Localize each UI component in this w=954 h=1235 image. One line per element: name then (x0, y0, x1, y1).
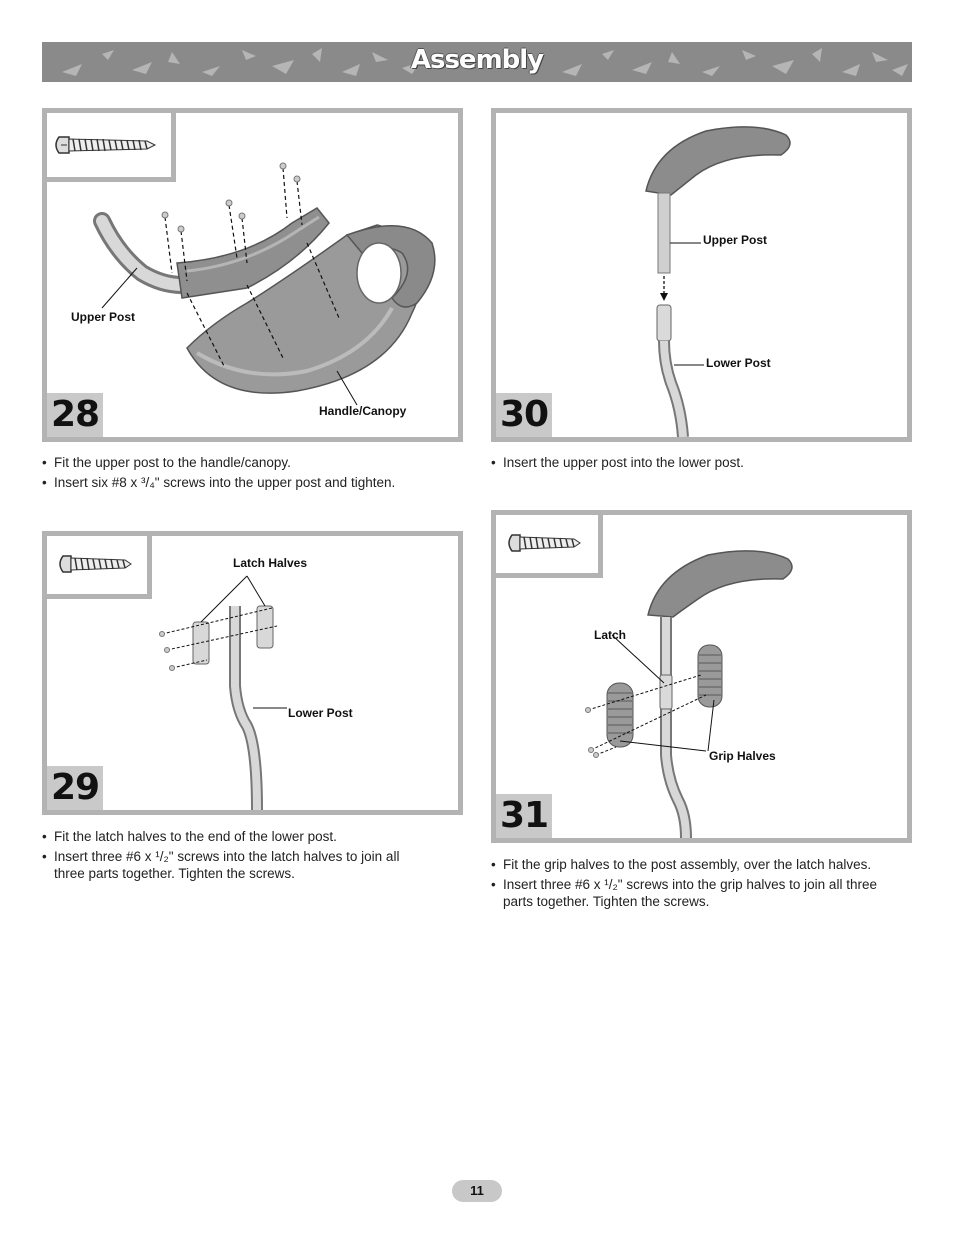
label-lower-post: Lower Post (288, 706, 353, 720)
label-upper-post: Upper Post (703, 233, 768, 247)
step-29-panel: Latch Halves Lower Post 29 (42, 531, 463, 815)
step-31-illustration (585, 550, 793, 838)
instruction-item: • Insert three #6 x ¹/₂" screws into the … (42, 848, 432, 882)
instruction-item: • Fit the grip halves to the post assembl… (491, 856, 901, 873)
instruction-item: • Fit the latch halves to the end of the … (42, 828, 432, 845)
step-31-panel: Latch Grip Halves 31 (491, 510, 912, 843)
instruction-item: • Fit the upper post to the handle/canopy… (42, 454, 462, 471)
step-number: 30 (496, 393, 553, 437)
instruction-text: Insert three #6 x ¹/₂" screws into the l… (54, 849, 400, 881)
instruction-text: Fit the grip halves to the post assembly… (503, 857, 872, 872)
label-latch: Latch (594, 628, 627, 642)
step-28-screw-box (47, 113, 176, 182)
step-30-instructions: • Insert the upper post into the lower po… (491, 454, 911, 471)
instruction-text: Insert three #6 x ¹/₂" screws into the g… (503, 877, 877, 909)
label-latch-halves: Latch Halves (233, 556, 308, 570)
step-31-instructions: • Fit the grip halves to the post assembl… (491, 856, 901, 910)
step-number: 28 (47, 393, 104, 437)
step-30-panel: Upper Post Lower Post 30 (491, 108, 912, 442)
banner-pattern (62, 48, 908, 76)
step-number: 31 (496, 794, 553, 838)
bullet: • (491, 857, 496, 872)
bullet: • (42, 849, 47, 864)
label-lower-post: Lower Post (706, 356, 771, 370)
instruction-text: Insert six #8 x ³/₄" screws into the upp… (54, 475, 396, 490)
bullet: • (491, 877, 496, 892)
instruction-text: Insert the upper post into the lower pos… (503, 455, 744, 470)
step-number: 29 (47, 766, 104, 810)
instruction-text: Fit the latch halves to the end of the l… (54, 829, 337, 844)
step-31-screw-box (496, 515, 603, 578)
step-29-illustration (159, 575, 287, 810)
screw-icon (55, 136, 157, 154)
step-29-screw-box (47, 536, 152, 599)
bullet: • (42, 829, 47, 844)
bullet: • (491, 455, 496, 470)
label-upper-post: Upper Post (71, 310, 136, 324)
step-28-panel: Upper Post Handle/Canopy 28 (42, 108, 463, 442)
bullet: • (42, 475, 47, 490)
step-28-illustration (93, 162, 436, 406)
instruction-item: • Insert the upper post into the lower po… (491, 454, 911, 471)
instruction-text: Fit the upper post to the handle/canopy. (54, 455, 291, 470)
step-30-illustration (645, 126, 791, 437)
step-28-instructions: • Fit the upper post to the handle/canopy… (42, 454, 462, 491)
assembly-banner: Assembly (42, 42, 912, 82)
bullet: • (42, 455, 47, 470)
label-grip-halves: Grip Halves (709, 749, 776, 763)
instruction-item: • Insert three #6 x ¹/₂" screws into the … (491, 876, 901, 910)
instruction-item: • Insert six #8 x ³/₄" screws into the up… (42, 474, 462, 491)
page-title: Assembly (410, 45, 544, 75)
page-number: 11 (452, 1180, 502, 1202)
label-handle-canopy: Handle/Canopy (319, 404, 407, 418)
step-29-instructions: • Fit the latch halves to the end of the … (42, 828, 432, 882)
screw-icon (508, 534, 581, 552)
screw-icon (59, 555, 132, 573)
